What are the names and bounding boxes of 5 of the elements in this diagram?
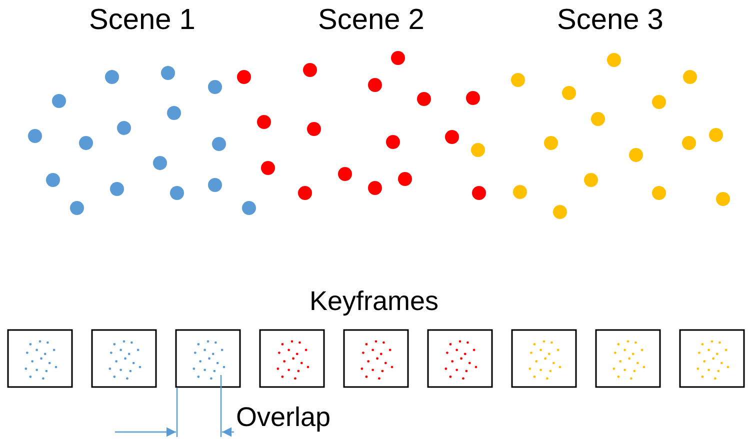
- section-title: Keyframes: [310, 288, 439, 315]
- scene-title: Scene 3: [557, 6, 664, 35]
- scene-title: Scene 1: [89, 6, 196, 35]
- scene-title: Scene 2: [318, 6, 424, 35]
- overlap-label: Overlap: [236, 404, 331, 431]
